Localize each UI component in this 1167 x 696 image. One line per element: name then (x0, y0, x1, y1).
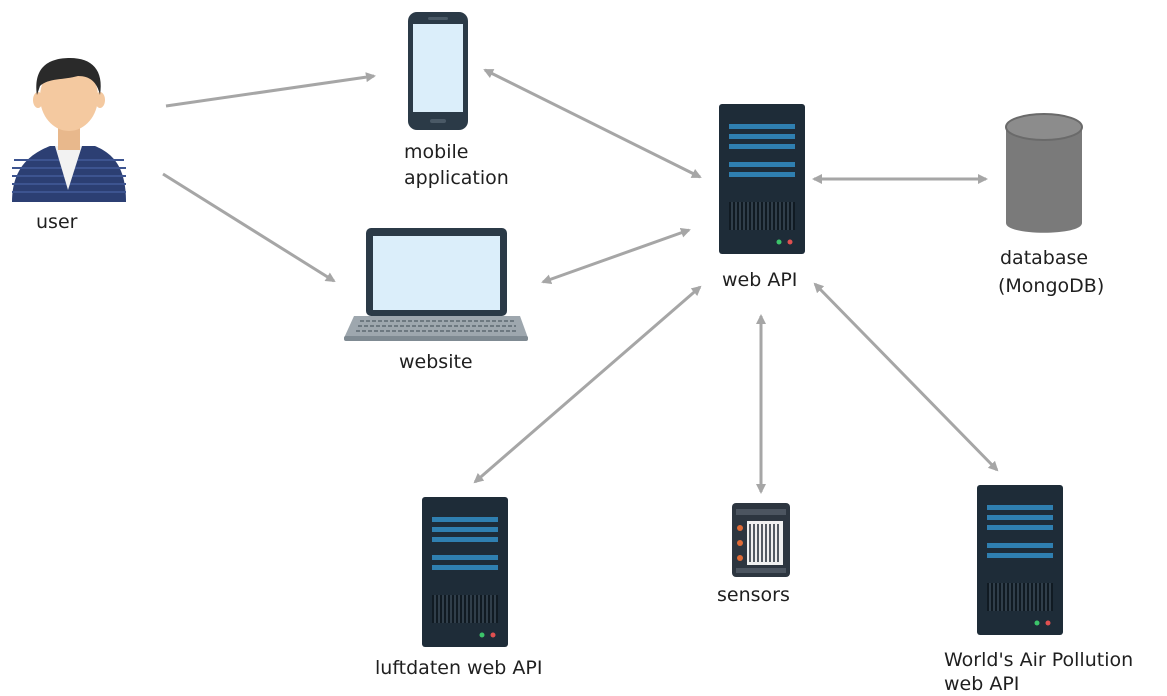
web-api-server-icon (718, 103, 806, 255)
web-api-label: web API (722, 269, 798, 291)
world-air-label-line2: web API (944, 673, 1020, 695)
database-label-line1: database (1000, 247, 1089, 269)
mobile-phone-icon (408, 12, 468, 130)
arrow-web-api-world-air (813, 282, 999, 472)
user-icon (12, 58, 126, 202)
arrow-user-to-mobile (165, 72, 376, 108)
connections (162, 68, 999, 494)
world-air-label-line1: World's Air Pollution (944, 649, 1134, 671)
mobile-label-line1: mobile (404, 141, 469, 163)
luftdaten-label: luftdaten web API (375, 657, 543, 679)
arrow-website-web-api (541, 227, 691, 285)
mobile-label-line2: application (404, 167, 509, 189)
arrow-user-to-website (162, 172, 336, 283)
laptop-icon (344, 228, 528, 341)
database-label-line2: (MongoDB) (998, 275, 1105, 297)
website-label: website (399, 351, 473, 373)
database-icon (1005, 113, 1083, 233)
sensor-icon (732, 503, 790, 577)
arrow-web-api-luftdaten (473, 285, 702, 484)
sensors-label: sensors (717, 584, 790, 606)
arrow-mobile-web-api (483, 68, 702, 179)
user-label: user (36, 211, 78, 233)
luftdaten-server-icon (421, 496, 509, 648)
world-air-server-icon (976, 484, 1064, 636)
